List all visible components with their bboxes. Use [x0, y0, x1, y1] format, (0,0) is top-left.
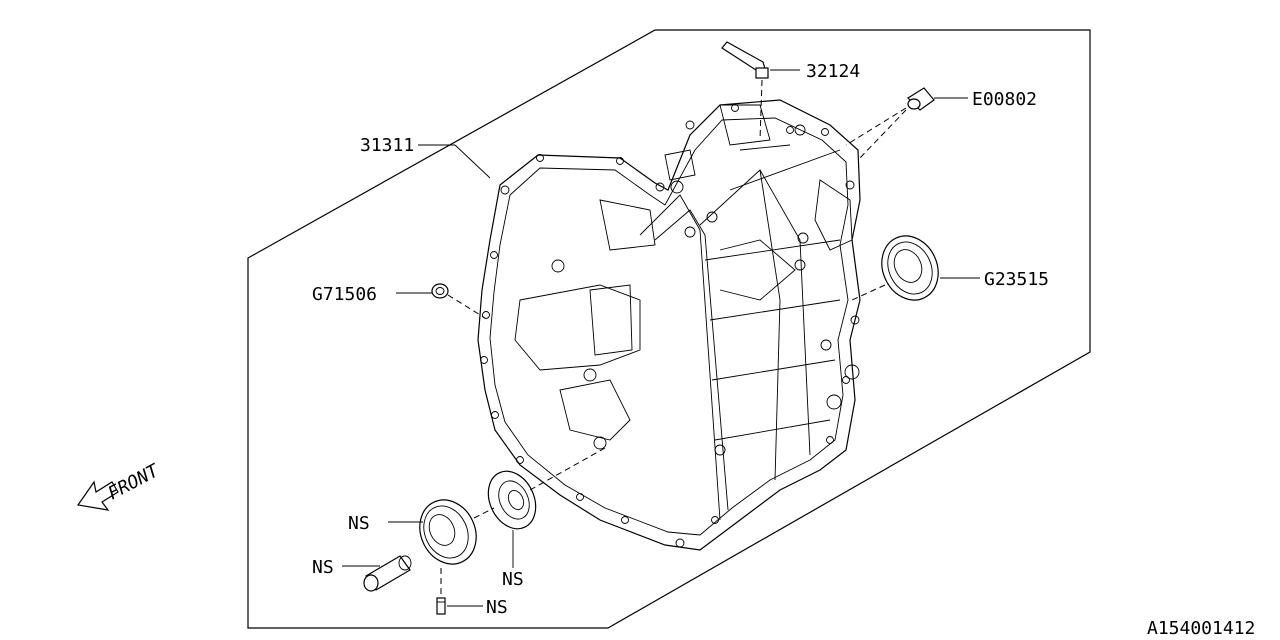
- front-label: FRONT: [104, 460, 163, 505]
- label-31311: 31311: [360, 135, 414, 156]
- label-E00802: E00802: [972, 89, 1037, 110]
- diagram-code: A154001412: [1147, 618, 1255, 639]
- front-arrow-icon: [76, 480, 119, 511]
- plug-E00802[interactable]: [907, 87, 935, 111]
- pipe-ns[interactable]: [363, 555, 412, 592]
- case-ribs: [514, 104, 853, 521]
- label-32124: 32124: [806, 61, 860, 82]
- diagram-frame: [247, 29, 1091, 629]
- case-bosses: [551, 124, 860, 456]
- label-ns-seal: NS: [502, 569, 524, 590]
- pin-ns[interactable]: [436, 597, 446, 615]
- seal-ring-ns[interactable]: [479, 464, 544, 537]
- bearing-G23515[interactable]: [872, 227, 949, 310]
- transmission-case[interactable]: [477, 99, 861, 551]
- bearing-ns[interactable]: [410, 491, 487, 574]
- oil-seal-G71506[interactable]: [431, 283, 449, 299]
- label-ns-bearing: NS: [348, 513, 370, 534]
- label-ns-pipe: NS: [312, 557, 334, 578]
- label-ns-pin: NS: [486, 597, 508, 618]
- breather-hose-32124[interactable]: [721, 41, 769, 79]
- label-G23515: G23515: [984, 269, 1049, 290]
- flange-bolt-holes: [480, 104, 860, 548]
- label-G71506: G71506: [312, 284, 377, 305]
